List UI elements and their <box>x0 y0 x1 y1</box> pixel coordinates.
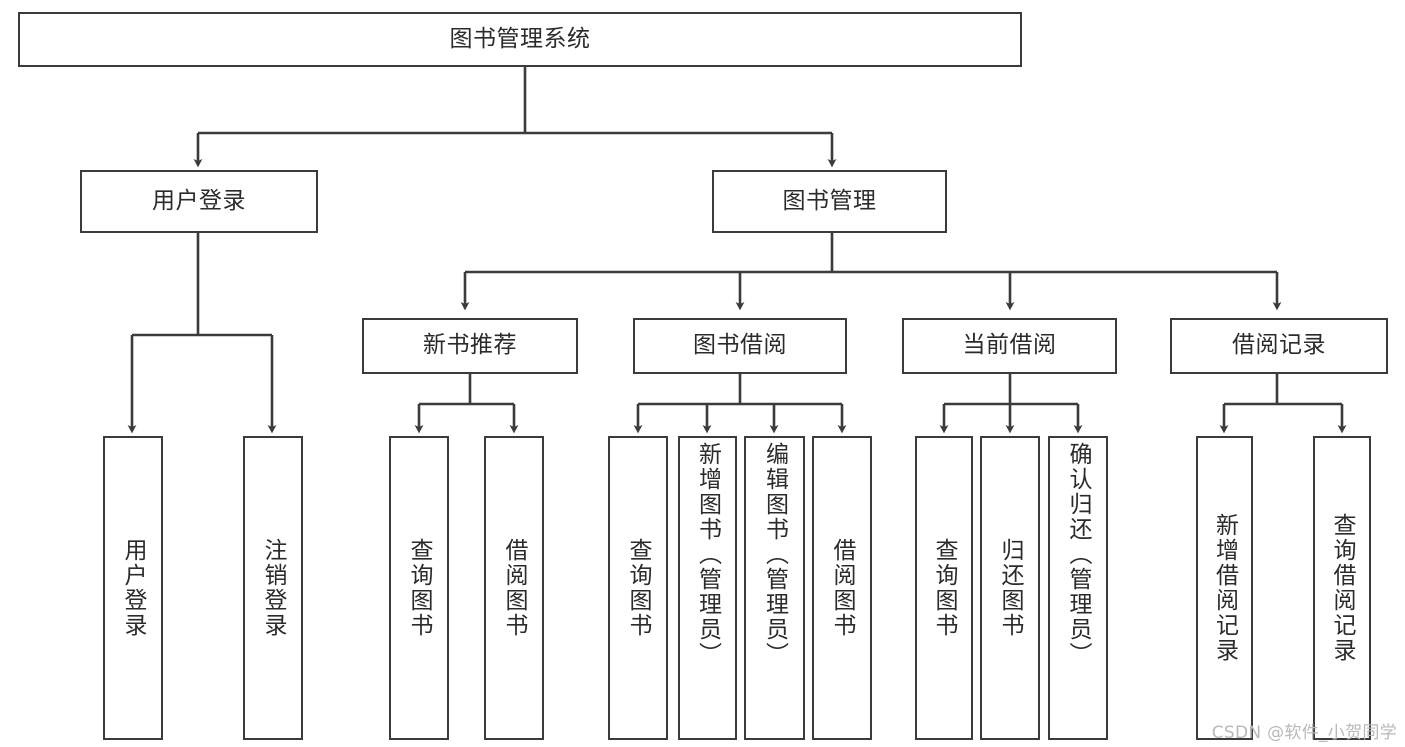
node-label: 查询图书 <box>406 538 433 638</box>
leaf-record-query-record[interactable]: 查询借阅记录 <box>1313 436 1371 740</box>
node-book-management[interactable]: 图书管理 <box>712 170 947 233</box>
node-new-book-recommend[interactable]: 新书推荐 <box>362 318 578 374</box>
leaf-current-query-book[interactable]: 查询图书 <box>915 436 973 740</box>
node-label: 归还图书 <box>997 538 1024 638</box>
leaf-current-return-book[interactable]: 归还图书 <box>980 436 1040 740</box>
leaf-borrow-add-book-admin[interactable]: 新增图书（管理员） <box>678 436 737 740</box>
node-label: 借阅图书 <box>501 538 528 638</box>
leaf-borrow-query-book[interactable]: 查询图书 <box>608 436 668 740</box>
leaf-borrow-borrow-book[interactable]: 借阅图书 <box>812 436 872 740</box>
node-label: 新书推荐 <box>423 332 517 359</box>
node-label: 查询借阅记录 <box>1329 513 1356 663</box>
node-current-borrow[interactable]: 当前借阅 <box>902 318 1117 374</box>
node-label: 图书借阅 <box>693 332 787 359</box>
leaf-borrow-edit-book-admin[interactable]: 编辑图书（管理员） <box>744 436 805 740</box>
leaf-record-add-record[interactable]: 新增借阅记录 <box>1196 436 1253 740</box>
node-label: 注销登录 <box>260 538 287 638</box>
node-label: 用户登录 <box>152 187 246 214</box>
node-label: 当前借阅 <box>962 332 1057 359</box>
node-label: 确认归还（管理员） <box>1065 442 1092 667</box>
node-label: 借阅记录 <box>1232 332 1326 359</box>
node-label: 用户登录 <box>120 538 147 638</box>
node-label: 新增借阅记录 <box>1211 513 1238 663</box>
watermark-text: CSDN @软件_小贺同学 <box>1211 723 1397 743</box>
node-root-system[interactable]: 图书管理系统 <box>18 12 1022 67</box>
node-label: 图书管理系统 <box>449 25 591 52</box>
node-label: 编辑图书（管理员） <box>761 442 788 667</box>
node-label: 查询图书 <box>931 538 958 638</box>
node-book-borrow[interactable]: 图书借阅 <box>633 318 847 374</box>
leaf-newbook-borrow-book[interactable]: 借阅图书 <box>484 436 544 740</box>
node-borrow-record[interactable]: 借阅记录 <box>1170 318 1388 374</box>
node-label: 图书管理 <box>782 187 877 214</box>
leaf-current-confirm-return-admin[interactable]: 确认归还（管理员） <box>1048 436 1108 740</box>
node-label: 新增图书（管理员） <box>694 442 721 667</box>
node-label: 查询图书 <box>625 538 652 638</box>
leaf-newbook-query-book[interactable]: 查询图书 <box>389 436 449 740</box>
node-label: 借阅图书 <box>829 538 856 638</box>
node-user-login[interactable]: 用户登录 <box>80 170 318 233</box>
leaf-user-login[interactable]: 用户登录 <box>103 436 163 740</box>
leaf-user-logout[interactable]: 注销登录 <box>243 436 303 740</box>
